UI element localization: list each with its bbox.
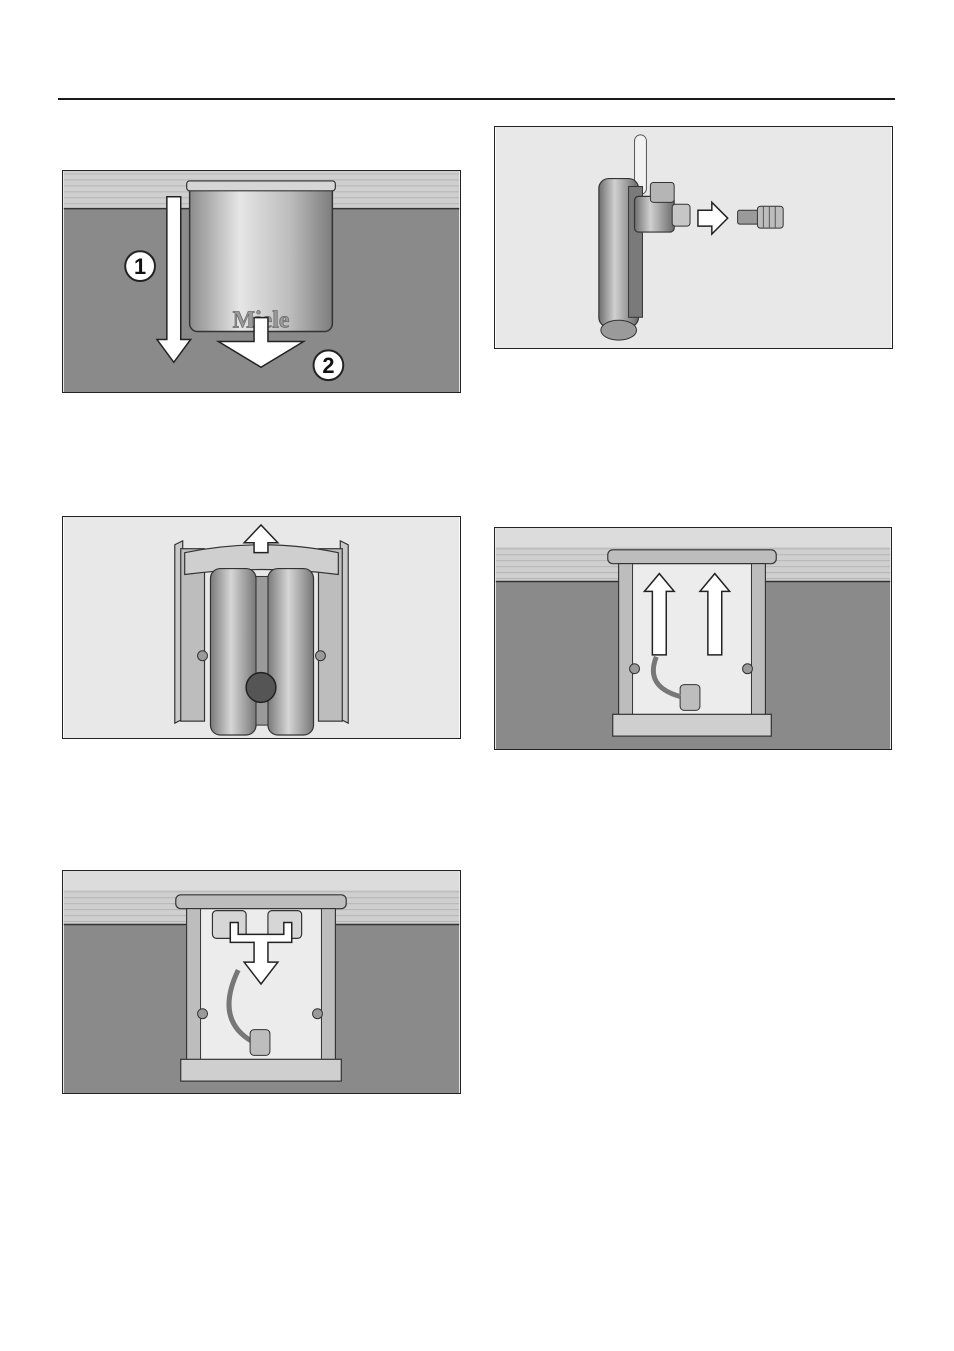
- figure-insert-cartridges: [494, 527, 892, 750]
- figure-lift-holder: [62, 516, 461, 739]
- cartridge-right: [268, 569, 314, 735]
- header-rule: [58, 98, 895, 100]
- cartridge-left: [210, 569, 256, 735]
- connector-nut: [738, 210, 760, 224]
- step-1-label: 1: [134, 254, 146, 279]
- illustration-lift-holder: [63, 517, 460, 738]
- illustration-detach-connector: [495, 127, 892, 348]
- figure-detach-connector: [494, 126, 893, 349]
- release-knob: [246, 673, 276, 703]
- illustration-pull-down: [63, 871, 460, 1093]
- figure-pull-down: [62, 870, 461, 1094]
- illustration-remove-canister: Miele 1 2: [63, 171, 460, 392]
- step-2-label: 2: [322, 353, 334, 378]
- figure-remove-canister: Miele 1 2: [62, 170, 461, 393]
- illustration-insert-cartridges: [495, 528, 891, 749]
